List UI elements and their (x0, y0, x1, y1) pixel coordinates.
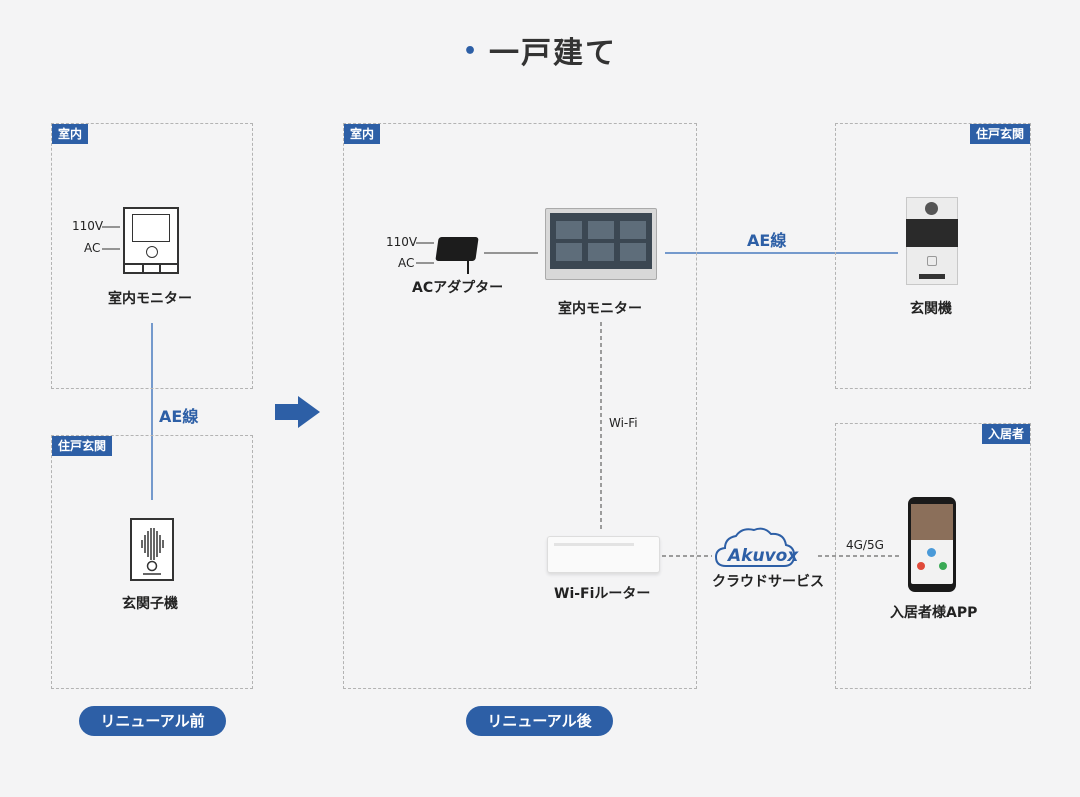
before-entrance-zone: 住戸玄関 (51, 435, 253, 689)
before-entrance-tag: 住戸玄関 (52, 436, 113, 456)
router-icon (547, 536, 660, 573)
before-monitor-label: 室内モニター (108, 291, 192, 307)
before-ac-label: AC (84, 241, 101, 255)
old-monitor-icon (123, 207, 179, 274)
before-indoor-tag: 室内 (52, 124, 89, 144)
adapter-cable (467, 258, 469, 274)
after-resident-zone: 入居者 (835, 423, 1031, 689)
after-monitor-label: 室内モニター (558, 301, 642, 317)
before-pill: リニューアル前 (79, 706, 226, 736)
cloud-label: クラウドサービス (712, 574, 824, 590)
app-label: 入居者様APP (890, 605, 978, 621)
before-door-label: 玄関子機 (122, 596, 178, 612)
after-door-label: 玄関機 (910, 301, 952, 317)
net-label: 4G/5G (846, 538, 884, 552)
page-title-text: 一戸建て (489, 36, 618, 71)
before-indoor-zone: 室内 (51, 123, 253, 389)
cloud-brand: Akuvox (728, 546, 799, 566)
adapter-label: ACアダプター (412, 280, 504, 296)
after-indoor-zone: 室内 (343, 123, 697, 689)
after-110v-label: 110V (386, 235, 418, 249)
transition-arrow (275, 396, 320, 428)
old-door-unit-icon (130, 518, 174, 581)
indoor-monitor-icon (545, 208, 657, 280)
before-ae-label: AE線 (159, 407, 199, 426)
door-station-icon (906, 197, 958, 285)
after-entrance-zone: 住戸玄関 (835, 123, 1031, 389)
after-resident-tag: 入居者 (981, 424, 1030, 444)
after-entrance-tag: 住戸玄関 (969, 124, 1030, 144)
after-ae-label: AE線 (747, 231, 787, 250)
title-bullet-icon: • (462, 39, 480, 64)
after-indoor-tag: 室内 (344, 124, 381, 144)
wifi-label: Wi-Fi (609, 416, 638, 430)
page-title: • 一戸建て (0, 28, 1080, 72)
before-110v-label: 110V (72, 219, 104, 233)
router-label: Wi-Fiルーター (554, 586, 651, 602)
after-ac-label: AC (398, 256, 415, 270)
after-pill: リニューアル後 (466, 706, 613, 736)
smartphone-icon (908, 497, 956, 592)
